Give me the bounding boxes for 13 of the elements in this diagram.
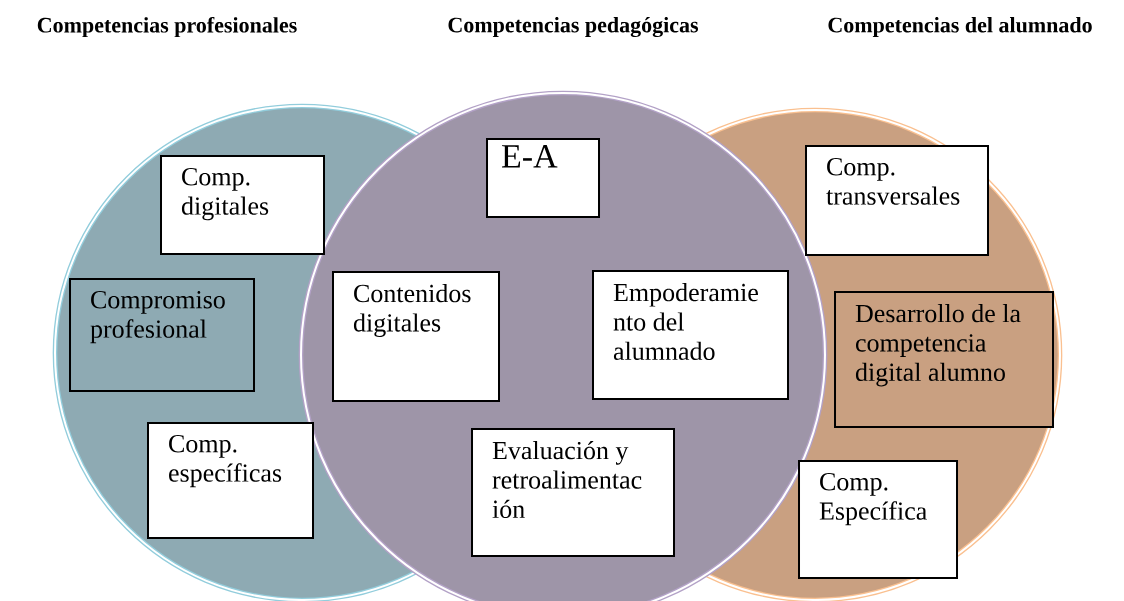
text-box: Desarrollo de la competencia digital alumno [834, 291, 1054, 428]
text-box: Comp. Específica [798, 460, 958, 579]
text-box: Compromiso profesional [69, 278, 255, 392]
heading: Competencias profesionales [37, 16, 297, 38]
text-box: Contenidos digitales [332, 271, 500, 402]
text-box: Comp. específicas [147, 422, 314, 539]
text-box: Evaluación y retroalimentac ión [471, 428, 675, 557]
heading: Competencias del alumnado [828, 17, 1092, 37]
text-box: Comp. transversales [805, 145, 989, 256]
text-box: Empoderamie nto del alumnado [592, 270, 789, 400]
heading: Competencias pedagógicas [448, 16, 699, 38]
text-box: Comp. digitales [160, 155, 325, 255]
text-box: E-A [486, 138, 600, 218]
